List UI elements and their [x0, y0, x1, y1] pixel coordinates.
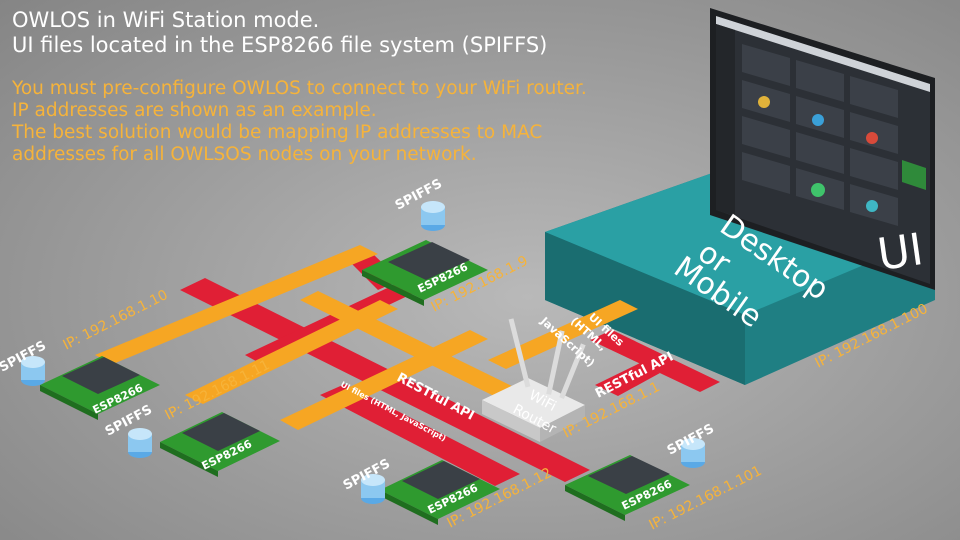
- node-top: [362, 201, 488, 306]
- note-line-3: The best solution would be mapping IP ad…: [12, 122, 543, 143]
- ip-label-left-lower: IP: 192.168.1.11: [163, 357, 273, 424]
- ui-mark: UI: [874, 224, 926, 281]
- node-left-upper: [21, 356, 160, 420]
- node-bottom-center: [361, 460, 500, 525]
- heading-line-2: UI files located in the ESP8266 file sys…: [12, 33, 548, 57]
- heading-line-1: OWLOS in WiFi Station mode.: [12, 8, 320, 32]
- wifi-router: WiFi Router: [482, 318, 586, 442]
- note-line-1: You must pre-configure OWLOS to connect …: [12, 78, 587, 99]
- note-line-2: IP addresses are shown as an example.: [12, 100, 377, 121]
- heading: OWLOS in WiFi Station mode. UI files loc…: [12, 8, 547, 58]
- ui-files-links: [95, 245, 638, 430]
- node-left-lower: [128, 412, 280, 477]
- configuration-note: You must pre-configure OWLOS to connect …: [12, 78, 587, 166]
- node-bottom-right: [565, 438, 705, 521]
- note-line-4: addresses for all OWLSOS nodes on your n…: [12, 144, 477, 165]
- dashboard-screen: [710, 8, 935, 290]
